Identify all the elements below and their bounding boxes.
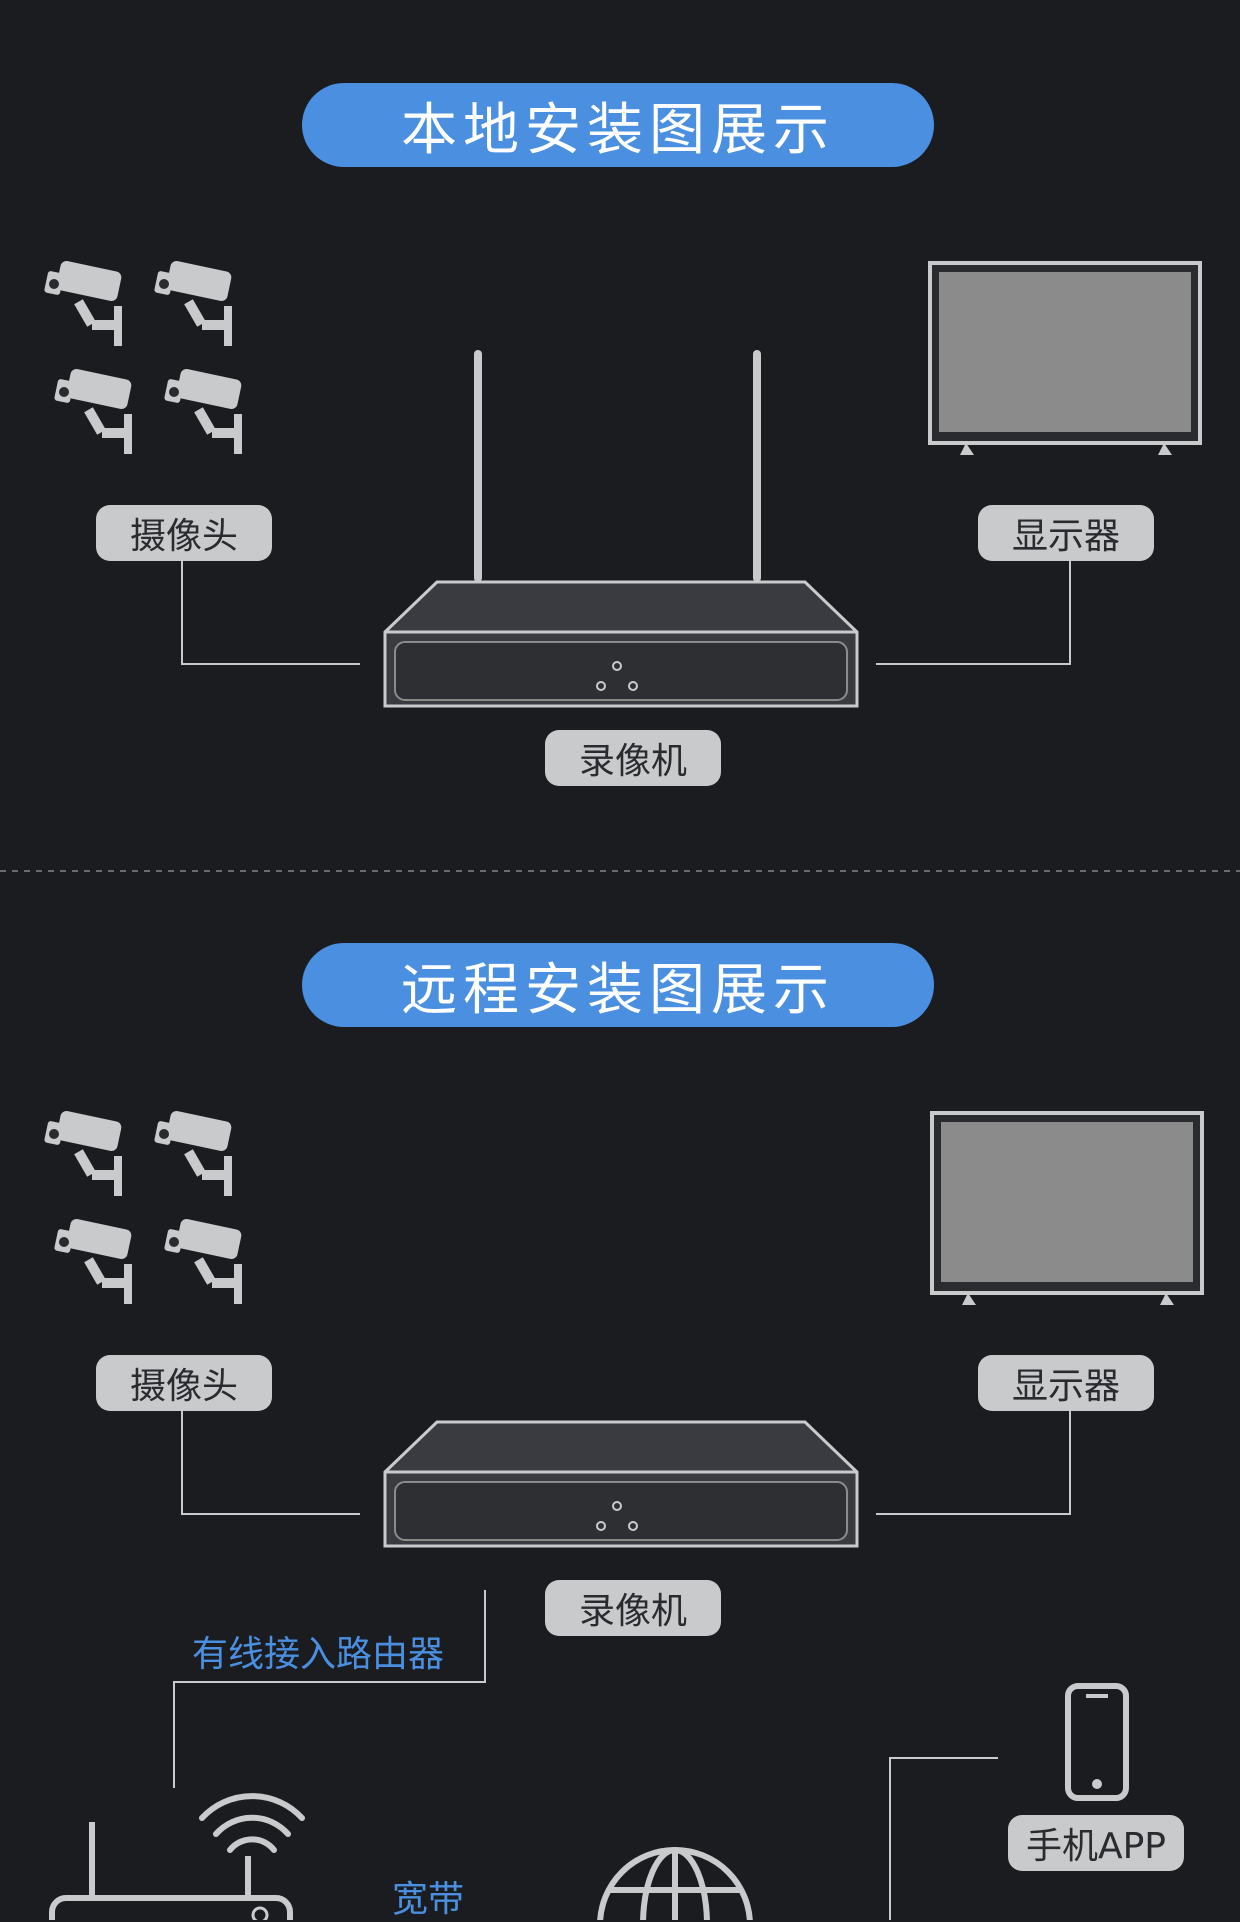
smartphone-icon [1065, 1683, 1129, 1801]
label-display-remote: 显示器 [978, 1355, 1154, 1411]
section-title-local: 本地安装图展示 [302, 83, 934, 167]
wifi-icon [199, 1793, 305, 1853]
connector-camera-local [181, 560, 360, 665]
camera-group-icon-local [44, 260, 243, 454]
section-title-remote: 远程安装图展示 [302, 943, 934, 1027]
label-recorder-local: 录像机 [545, 730, 721, 786]
label-camera-local: 摄像头 [96, 505, 272, 561]
label-recorder-remote: 录像机 [545, 1580, 721, 1636]
connector-camera-remote [181, 1410, 360, 1515]
label-phone-app: 手机APP [1008, 1815, 1184, 1871]
label-display-local: 显示器 [978, 505, 1154, 561]
nvr-recorder-icon-local [383, 580, 859, 708]
camera-group-icon-remote [44, 1110, 243, 1304]
connector-phone [889, 1757, 998, 1920]
label-camera-remote: 摄像头 [96, 1355, 272, 1411]
connector-display-local [876, 560, 1071, 665]
nvr-recorder-icon-remote [383, 1420, 859, 1548]
connector-display-remote [876, 1410, 1071, 1515]
globe-icon [597, 1847, 753, 1920]
monitor-icon-remote [930, 1111, 1204, 1307]
monitor-icon-local [928, 261, 1202, 457]
label-broadband: 宽带 [392, 1879, 465, 1920]
router-icon [49, 1822, 293, 1920]
connector-router [173, 1590, 486, 1788]
label-wired-router: 有线接入路由器 [192, 1634, 445, 1675]
antenna-icon [474, 350, 761, 582]
